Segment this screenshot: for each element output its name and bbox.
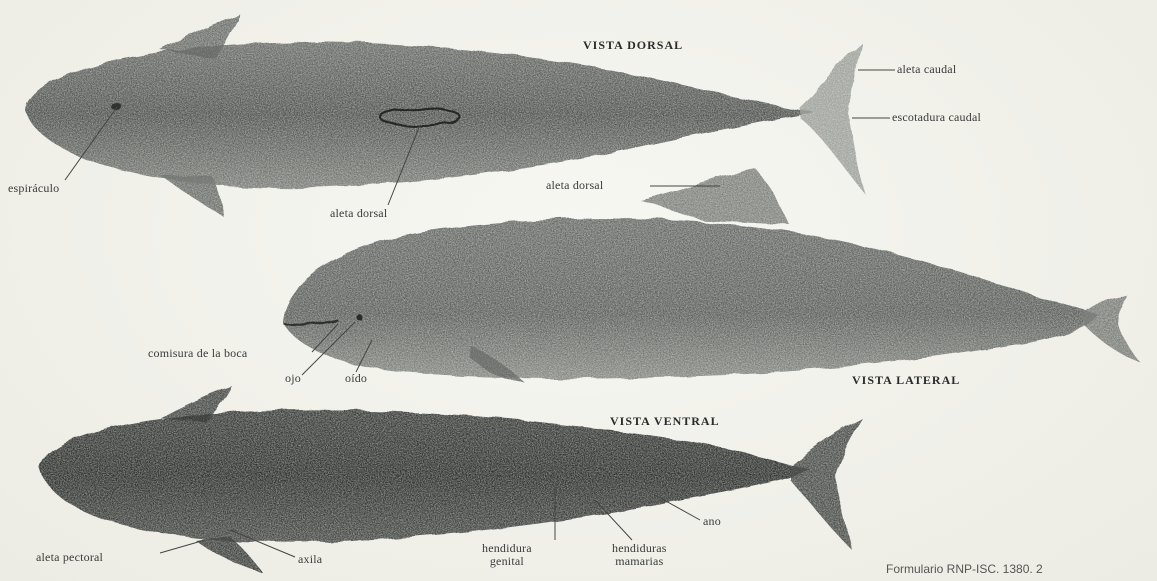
title-vista-ventral: VISTA VENTRAL — [610, 414, 720, 429]
label-axila: axila — [298, 553, 322, 565]
label-hendiduras-mamarias-line2: mamarias — [612, 555, 667, 568]
label-espiraculo: espiráculo — [8, 182, 59, 194]
label-ojo: ojo — [285, 372, 301, 384]
lateral-view-whale — [282, 168, 1140, 383]
lateral-dorsal-fin — [640, 168, 790, 225]
ventral-tail — [790, 418, 862, 550]
label-aleta-dorsal-mid: aleta dorsal — [546, 179, 603, 191]
leader-aleta-pectoral — [160, 540, 205, 553]
label-aleta-pectoral: aleta pectoral — [36, 551, 103, 563]
label-hendiduras-mamarias: hendiduras mamarias — [612, 542, 667, 568]
label-oido: oído — [345, 372, 367, 384]
label-hendidura-genital: hendidura genital — [482, 542, 532, 568]
form-reference: Formulario RNP-ISC. 1380. 2 — [886, 562, 1043, 576]
label-aleta-dorsal-top: aleta dorsal — [330, 207, 387, 219]
label-hendidura-genital-line2: genital — [482, 555, 532, 568]
title-vista-dorsal: VISTA DORSAL — [583, 38, 683, 53]
title-vista-lateral: VISTA LATERAL — [852, 373, 960, 388]
lateral-tail — [1085, 296, 1140, 362]
eye — [357, 315, 363, 321]
label-aleta-caudal: aleta caudal — [897, 63, 956, 75]
label-ano: ano — [703, 515, 721, 527]
ventral-view-whale — [40, 386, 862, 572]
lateral-body — [282, 218, 1100, 378]
ventral-body — [40, 410, 810, 542]
label-escotadura-caudal: escotadura caudal — [892, 111, 981, 123]
dorsal-body — [25, 42, 815, 188]
label-comisura-boca: comisura de la boca — [148, 347, 247, 359]
